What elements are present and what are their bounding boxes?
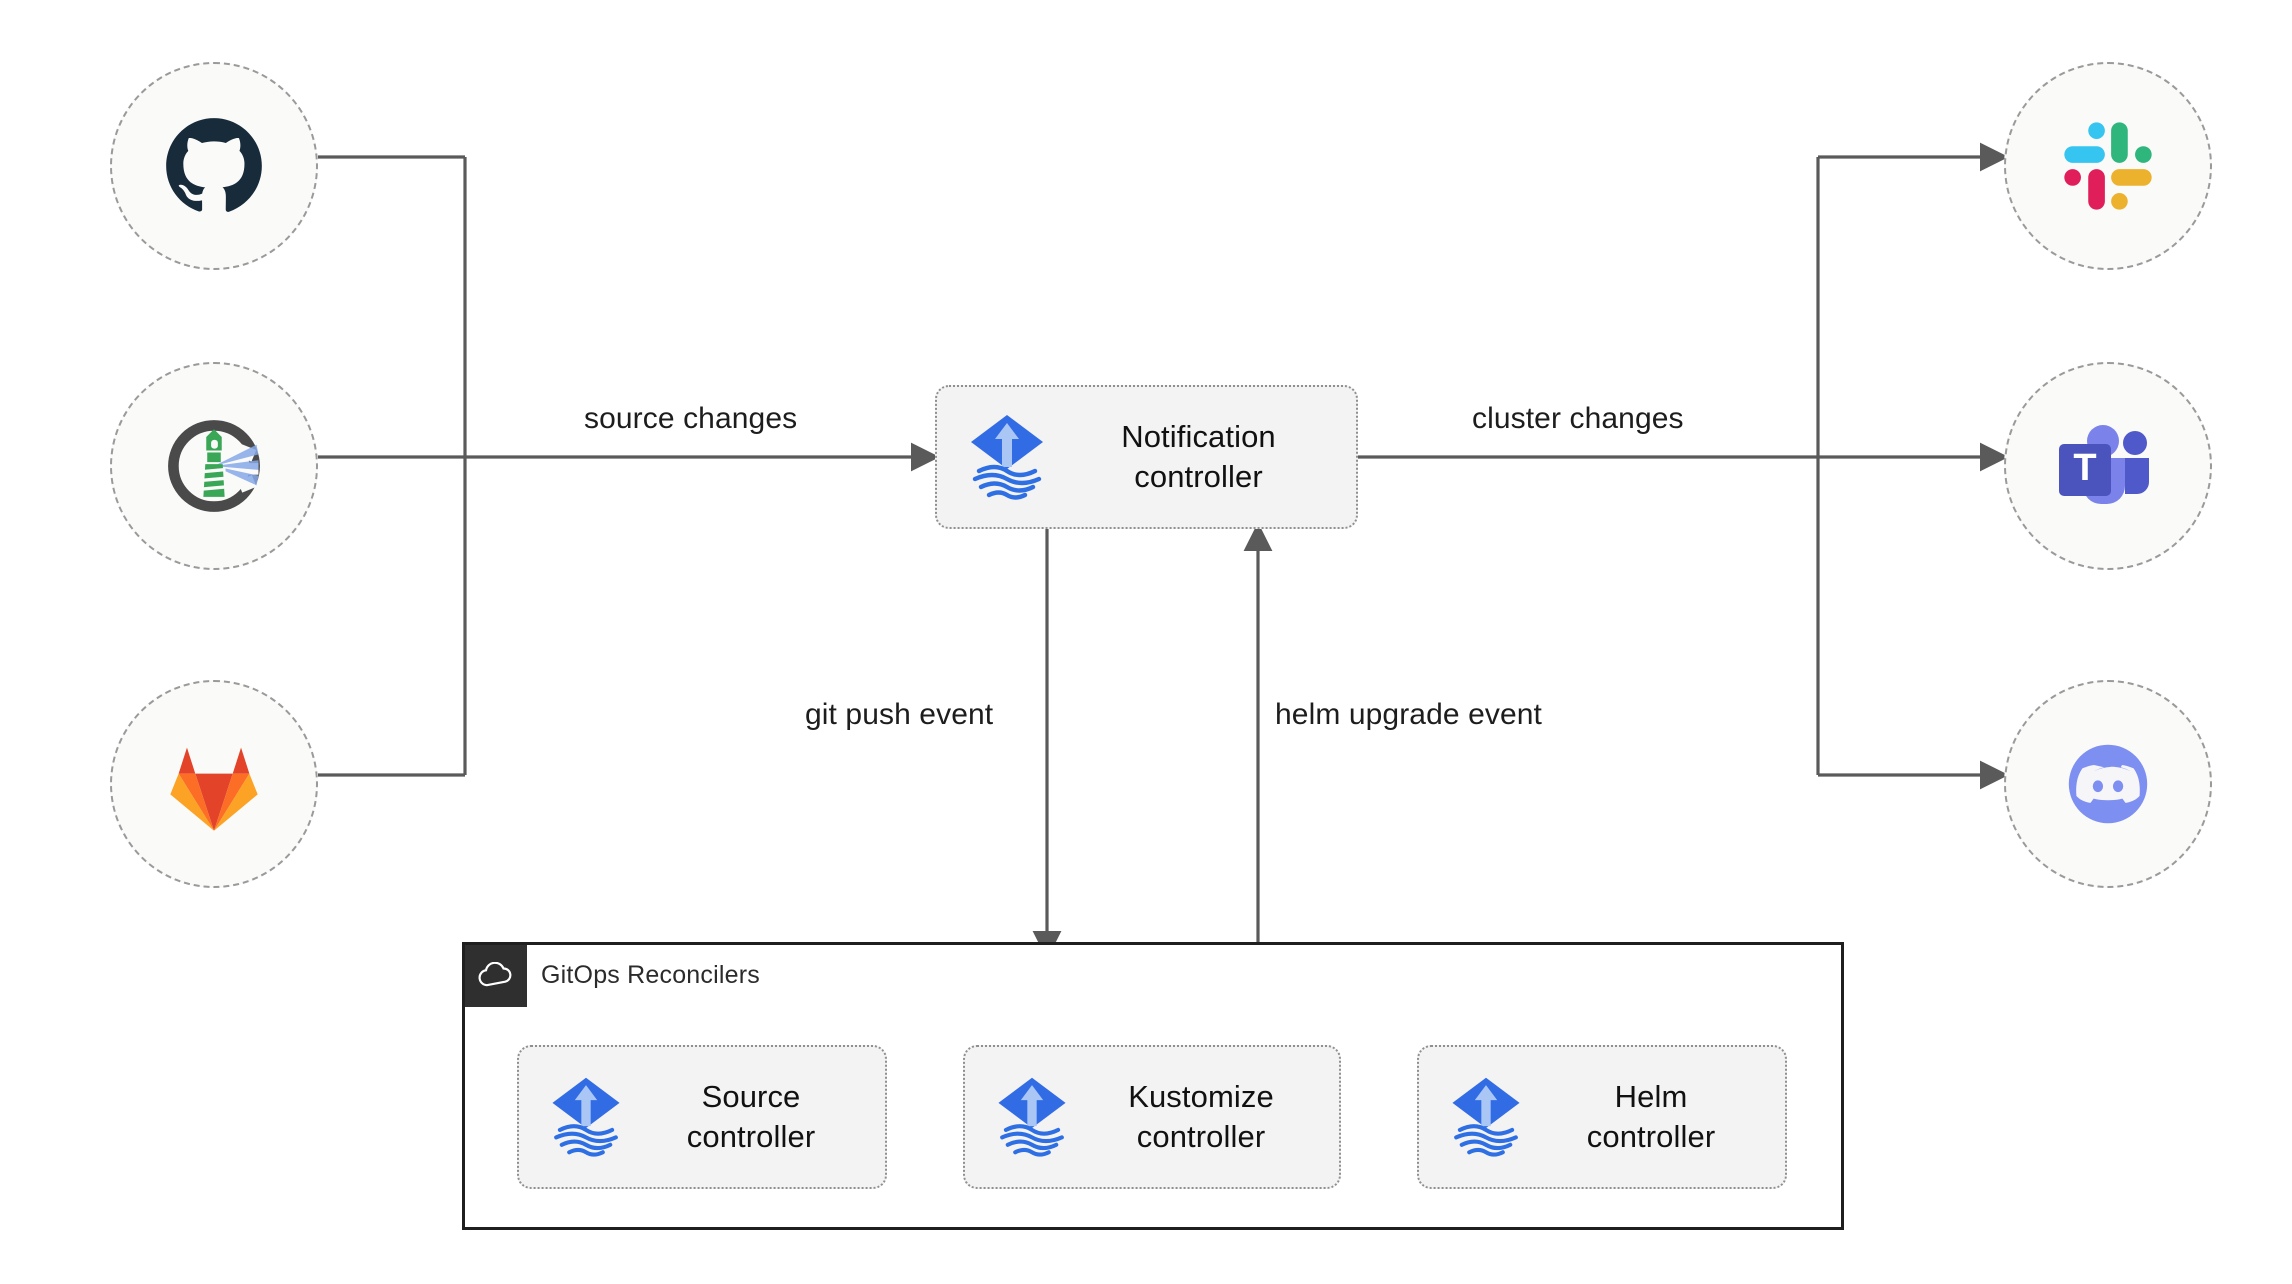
edge-label-cluster-changes: cluster changes <box>1472 402 1684 435</box>
notification-controller-label: Notification controller <box>1121 419 1276 494</box>
github-icon <box>166 118 262 212</box>
flux-controller-icon <box>991 1072 1073 1163</box>
destination-node-teams[interactable]: T <box>2004 362 2212 570</box>
gitlab-icon <box>170 747 258 831</box>
cloud-badge <box>465 945 527 1007</box>
edge-label-source-changes: source changes <box>584 402 798 435</box>
slack-icon <box>2064 122 2152 210</box>
cloud-icon <box>478 962 512 987</box>
edge-label-git-push-event: git push event <box>805 698 994 731</box>
edge-label-helm-upgrade-event: helm upgrade event <box>1275 698 1542 731</box>
ms-teams-icon: T <box>2059 425 2149 504</box>
notification-controller-box[interactable]: Notification controller <box>935 385 1358 529</box>
source-node-github[interactable] <box>110 62 318 270</box>
destination-node-slack[interactable] <box>2004 62 2212 270</box>
flux-lighthouse-icon <box>168 420 260 512</box>
svg-text:T: T <box>2073 447 2096 489</box>
flux-controller-icon <box>963 409 1051 506</box>
discord-icon <box>2068 744 2148 824</box>
source-controller-box[interactable]: Source controller <box>517 1045 887 1189</box>
gitops-reconcilers-title: GitOps Reconcilers <box>541 961 760 989</box>
source-node-flux[interactable] <box>110 362 318 570</box>
gitops-reconcilers-container: GitOps Reconcilers Source controller <box>462 942 1844 1230</box>
kustomize-controller-label: Kustomize controller <box>1128 1079 1274 1154</box>
helm-controller-label: Helm controller <box>1586 1079 1716 1154</box>
helm-controller-box[interactable]: Helm controller <box>1417 1045 1787 1189</box>
source-controller-label: Source controller <box>686 1079 816 1154</box>
kustomize-controller-box[interactable]: Kustomize controller <box>963 1045 1341 1189</box>
flux-controller-icon <box>1445 1072 1527 1163</box>
source-node-gitlab[interactable] <box>110 680 318 888</box>
flux-controller-icon <box>545 1072 627 1163</box>
destination-node-discord[interactable] <box>2004 680 2212 888</box>
